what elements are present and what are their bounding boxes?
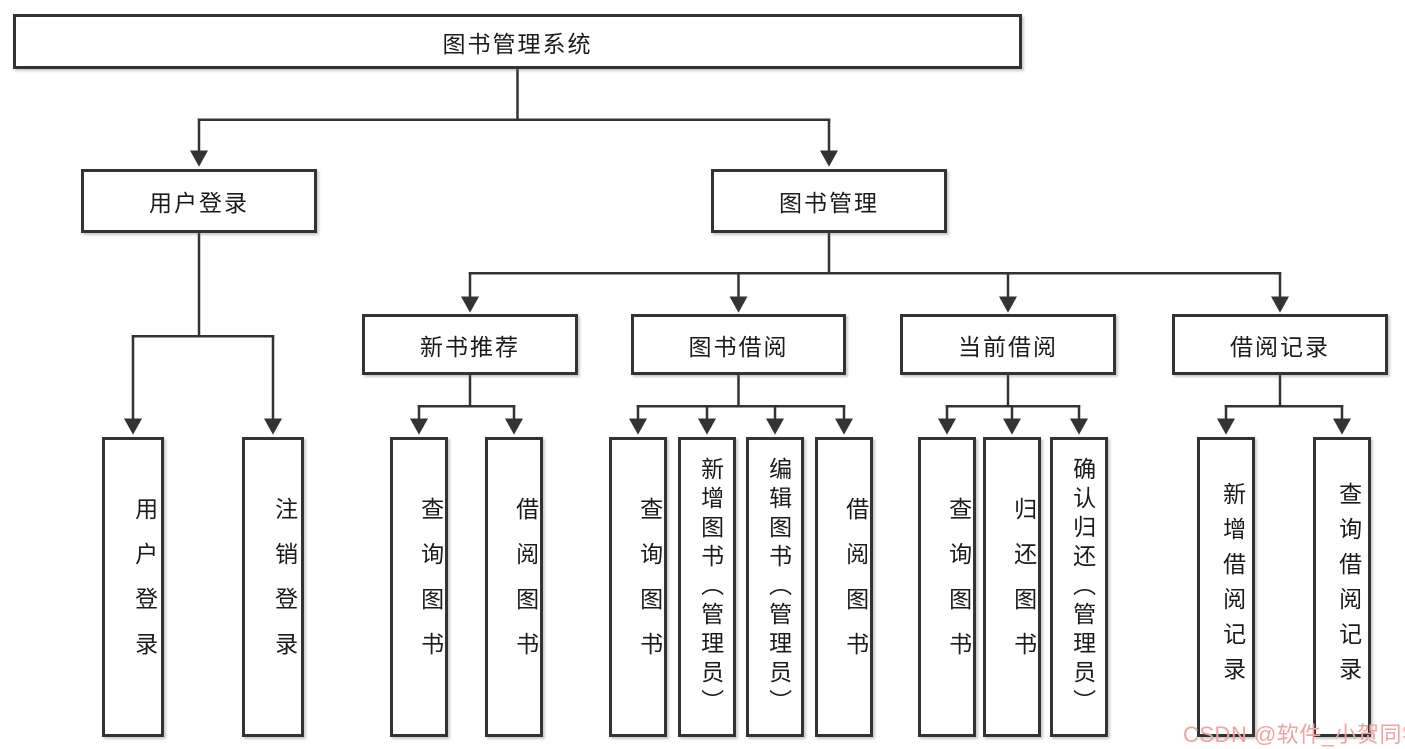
node-root-label: 图书管理系统 — [442, 30, 593, 57]
leaf-current-return-label: 归还图书 — [1010, 497, 1037, 677]
node-borrow-records: 借阅记录 — [1172, 314, 1388, 375]
leaf-bookborrow-add-label: 新增图书（管理员） — [697, 456, 724, 718]
leaf-current-query-label: 查询图书 — [945, 497, 972, 677]
connector-borrowrecords-skeleton — [1224, 375, 1344, 408]
node-book-mgmt: 图书管理 — [711, 169, 947, 233]
leaf-records-add: 新增借阅记录 — [1197, 437, 1255, 737]
leaf-bookborrow-borrow-label: 借阅图书 — [842, 497, 869, 677]
node-new-book-rec-label: 新书推荐 — [420, 333, 520, 360]
leaf-bookborrow-borrow: 借阅图书 — [815, 437, 873, 737]
connector-currentborrow-skeleton — [945, 375, 1081, 408]
leaf-bookborrow-edit: 编辑图书（管理员） — [746, 437, 804, 737]
node-new-book-rec: 新书推荐 — [362, 314, 578, 375]
node-book-borrow-label: 图书借阅 — [688, 333, 789, 360]
node-user-login: 用户登录 — [81, 169, 317, 233]
node-current-borrow-label: 当前借阅 — [958, 333, 1058, 360]
leaf-newbook-query-label: 查询图书 — [417, 497, 444, 677]
leaf-bookborrow-query-label: 查询图书 — [636, 497, 663, 677]
leaf-current-confirm: 确认归还（管理员） — [1050, 437, 1108, 737]
node-book-borrow: 图书借阅 — [631, 314, 846, 375]
connector-userlogin-skeleton — [131, 233, 275, 338]
connector-newbookrec-skeleton — [417, 375, 516, 408]
leaf-bookborrow-edit-label: 编辑图书（管理员） — [765, 456, 792, 718]
leaf-logout-label: 注销登录 — [271, 497, 298, 677]
leaf-user-login: 用户登录 — [102, 437, 164, 737]
leaf-newbook-borrow-label: 借阅图书 — [512, 497, 539, 677]
leaf-records-query: 查询借阅记录 — [1313, 437, 1371, 737]
leaf-bookborrow-query: 查询图书 — [609, 437, 667, 737]
leaf-current-return: 归还图书 — [983, 437, 1041, 737]
leaf-user-login-label: 用户登录 — [131, 497, 158, 677]
leaf-records-add-label: 新增借阅记录 — [1219, 482, 1246, 692]
leaf-current-query: 查询图书 — [918, 437, 976, 737]
leaf-records-query-label: 查询借阅记录 — [1335, 482, 1362, 692]
leaf-newbook-query: 查询图书 — [390, 437, 448, 737]
node-root: 图书管理系统 — [13, 14, 1022, 69]
leaf-logout: 注销登录 — [242, 437, 304, 737]
csdn-watermark: CSDN @软件_小贺同学 — [1183, 722, 1405, 747]
leaf-current-confirm-label: 确认归还（管理员） — [1069, 456, 1096, 718]
connector-bookmgmt-skeleton — [468, 233, 1282, 275]
node-book-mgmt-label: 图书管理 — [779, 190, 879, 216]
connector-root-skeleton — [197, 69, 831, 121]
leaf-bookborrow-add: 新增图书（管理员） — [678, 437, 736, 737]
connector-bookborrow-skeleton — [636, 375, 846, 408]
node-user-login-label: 用户登录 — [149, 190, 249, 216]
node-current-borrow: 当前借阅 — [900, 314, 1116, 375]
node-borrow-records-label: 借阅记录 — [1230, 333, 1330, 360]
leaf-newbook-borrow: 借阅图书 — [485, 437, 543, 737]
